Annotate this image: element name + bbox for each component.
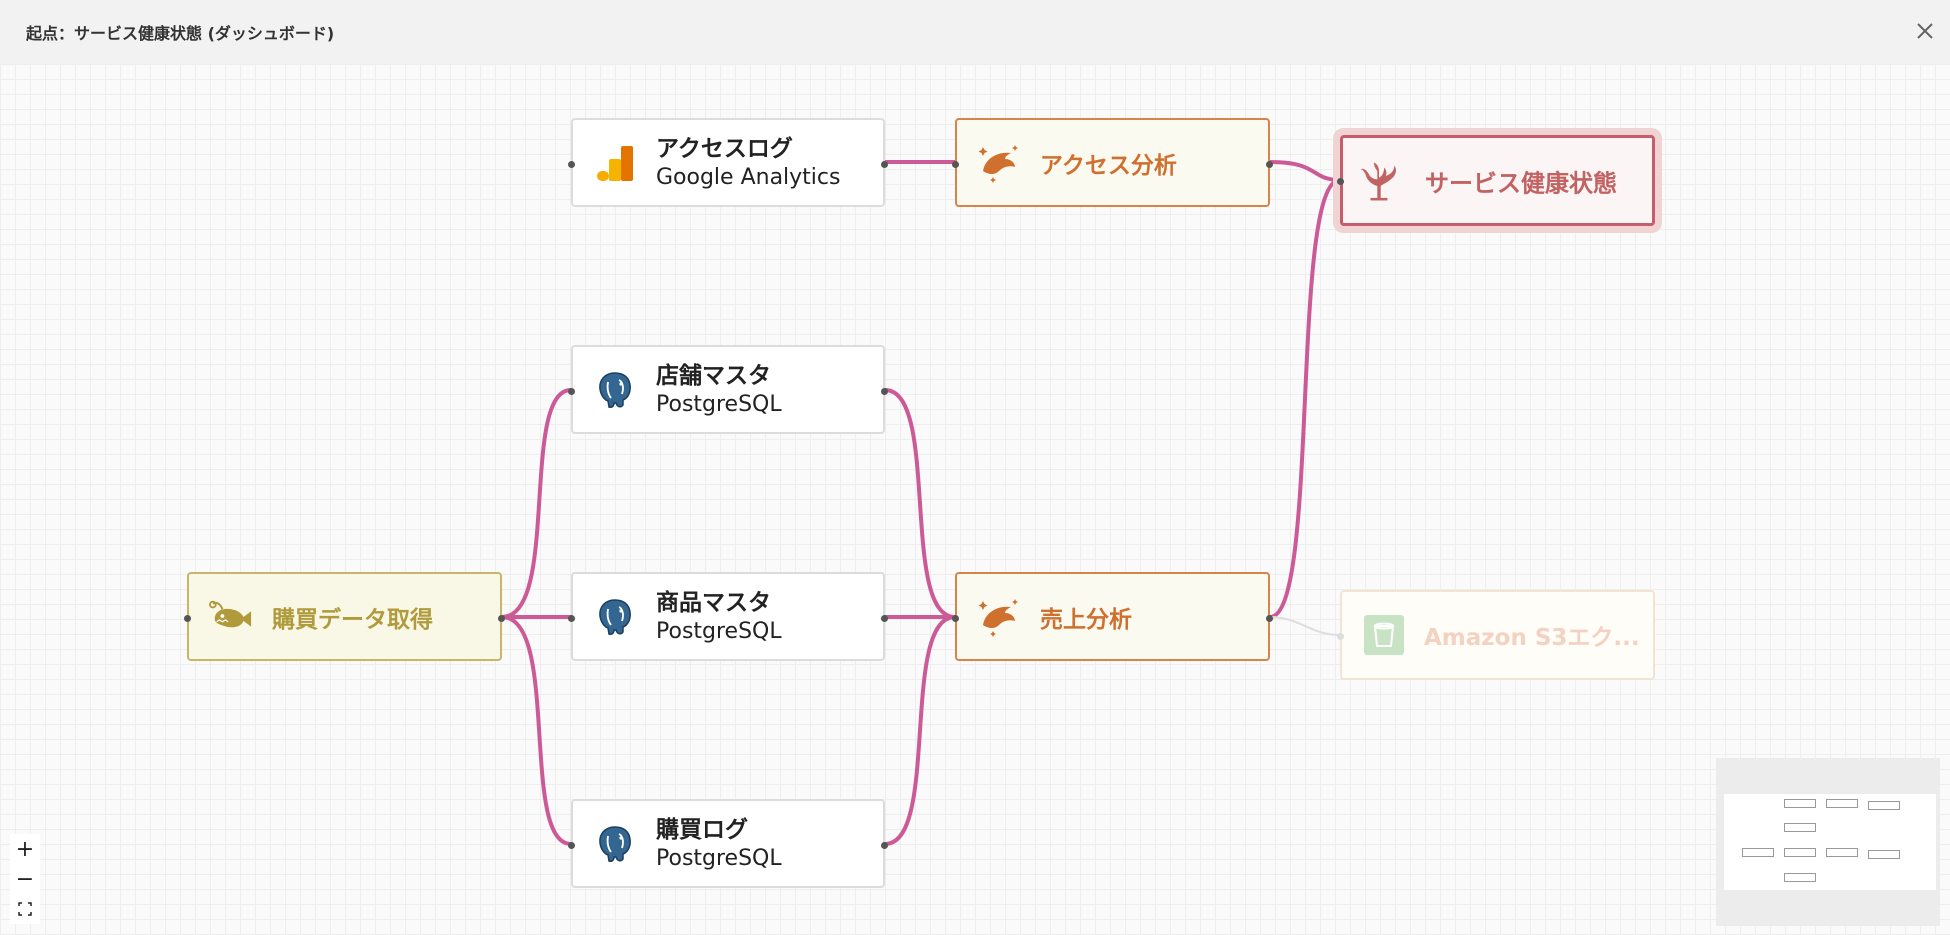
input-port[interactable] bbox=[184, 615, 191, 622]
edge-sales-analysis-to-s3-export bbox=[1269, 616, 1341, 636]
postgresql-icon bbox=[593, 595, 637, 639]
output-port[interactable] bbox=[881, 161, 888, 168]
coral-icon bbox=[1357, 159, 1401, 203]
edge-store-master-to-sales-analysis bbox=[883, 388, 957, 619]
fit-view-button[interactable] bbox=[10, 894, 40, 924]
sparkle-dolphin-icon bbox=[977, 141, 1021, 185]
sparkle-dolphin-icon bbox=[977, 595, 1021, 639]
lineage-canvas[interactable]: アクセスログ Google Analytics アクセス分析 bbox=[0, 64, 1950, 935]
node-title: 購買データ取得 bbox=[272, 606, 433, 633]
output-port[interactable] bbox=[881, 388, 888, 395]
node-title: アクセス分析 bbox=[1040, 152, 1177, 179]
anglerfish-icon bbox=[209, 595, 253, 639]
header-title: 起点：サービス健康状態 (ダッシュボード) bbox=[26, 24, 335, 43]
postgresql-icon bbox=[593, 368, 637, 412]
node-title: 売上分析 bbox=[1040, 606, 1132, 633]
zoom-in-button[interactable]: + bbox=[10, 834, 40, 864]
node-purchase-log[interactable]: 購買ログ PostgreSQL bbox=[568, 799, 888, 888]
modal-header: 起点：サービス健康状態 (ダッシュボード) bbox=[0, 0, 1950, 64]
close-icon bbox=[1917, 23, 1933, 39]
input-port[interactable] bbox=[952, 161, 959, 168]
node-store-master[interactable]: 店舗マスタ PostgreSQL bbox=[568, 345, 888, 434]
node-title: 店舗マスタ bbox=[656, 362, 771, 389]
google-analytics-icon bbox=[593, 141, 637, 185]
node-subtitle: PostgreSQL bbox=[656, 845, 782, 871]
node-title: Amazon S3エク... bbox=[1424, 625, 1640, 651]
close-button[interactable] bbox=[1910, 16, 1940, 46]
input-port[interactable] bbox=[1337, 178, 1344, 185]
s3-bucket-icon bbox=[1362, 613, 1406, 657]
postgresql-icon bbox=[593, 822, 637, 866]
input-port[interactable] bbox=[1337, 633, 1344, 640]
node-purchase-fetch[interactable]: 購買データ取得 bbox=[184, 572, 505, 661]
node-access-log[interactable]: アクセスログ Google Analytics bbox=[568, 118, 888, 207]
minimap-node bbox=[1868, 850, 1900, 859]
minimap-node bbox=[1742, 848, 1774, 857]
minimap-node bbox=[1784, 823, 1816, 832]
minimap-node bbox=[1826, 848, 1858, 857]
edge-purchase-log-to-sales-analysis bbox=[883, 615, 957, 846]
node-access-analysis[interactable]: アクセス分析 bbox=[952, 118, 1273, 207]
node-title: サービス健康状態 bbox=[1425, 169, 1617, 197]
edge-fetch-to-purchase-log bbox=[500, 615, 573, 846]
edge-layer bbox=[500, 160, 1342, 846]
edge-access-analysis-to-service-health bbox=[1268, 160, 1342, 182]
node-service-health[interactable]: サービス健康状態 bbox=[1337, 135, 1655, 226]
minimap-node bbox=[1784, 873, 1816, 882]
input-port[interactable] bbox=[568, 842, 575, 849]
node-subtitle: Google Analytics bbox=[656, 164, 841, 190]
input-port[interactable] bbox=[568, 161, 575, 168]
node-product-master[interactable]: 商品マスタ PostgreSQL bbox=[568, 572, 888, 661]
edge-fetch-to-store-master bbox=[500, 388, 573, 619]
node-title: 購買ログ bbox=[656, 816, 748, 843]
minimap-node bbox=[1826, 799, 1858, 808]
minimap-node bbox=[1868, 801, 1900, 810]
edge-sales-analysis-to-service-health bbox=[1268, 178, 1342, 619]
output-port[interactable] bbox=[1266, 615, 1273, 622]
zoom-out-button[interactable]: − bbox=[10, 864, 40, 894]
minimap-node bbox=[1784, 848, 1816, 857]
fit-view-icon bbox=[18, 902, 32, 916]
minimap[interactable] bbox=[1716, 758, 1940, 926]
output-port[interactable] bbox=[881, 615, 888, 622]
node-subtitle: PostgreSQL bbox=[656, 618, 782, 644]
minimap-viewport bbox=[1724, 794, 1936, 890]
node-sales-analysis[interactable]: 売上分析 bbox=[952, 572, 1273, 661]
input-port[interactable] bbox=[952, 615, 959, 622]
output-port[interactable] bbox=[1266, 161, 1273, 168]
output-port[interactable] bbox=[881, 842, 888, 849]
node-subtitle: PostgreSQL bbox=[656, 391, 782, 417]
input-port[interactable] bbox=[568, 388, 575, 395]
input-port[interactable] bbox=[568, 615, 575, 622]
output-port[interactable] bbox=[498, 615, 505, 622]
node-title: 商品マスタ bbox=[656, 589, 771, 616]
minimap-node bbox=[1784, 799, 1816, 808]
node-title: アクセスログ bbox=[656, 135, 793, 162]
node-s3-export[interactable]: Amazon S3エク... bbox=[1337, 590, 1655, 680]
